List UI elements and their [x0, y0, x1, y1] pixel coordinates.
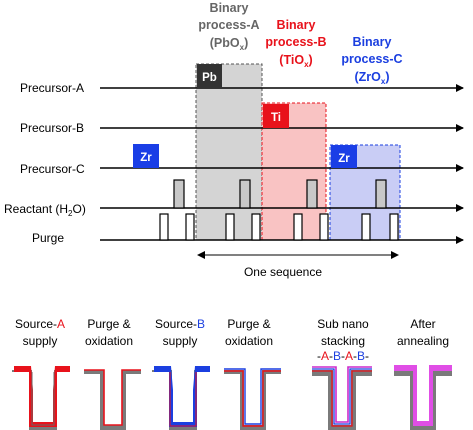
chip-zr-left-box [133, 144, 159, 168]
reactant-pulse [239, 179, 251, 209]
chip-zr-left-label: Zr [140, 152, 152, 164]
purge-pulse [225, 213, 235, 241]
process-a-box [195, 63, 263, 241]
reactant-pulse [173, 179, 185, 209]
step-purge-1-line2: oxidation [85, 334, 133, 348]
step-stacking-line1: Sub nano [317, 317, 369, 331]
header-process-c: Binary process-C (ZrOx) [341, 35, 402, 86]
purge-pulse [251, 213, 261, 241]
step-source-b-line1: Source-B [155, 317, 205, 331]
row-label-purge: Purge [32, 231, 64, 245]
step-source-a-line2: supply [23, 334, 58, 348]
header-process-a: Binary process-A (PbOx) [198, 1, 259, 52]
process-a-region [195, 63, 263, 241]
trench-purge-1 [84, 369, 141, 430]
chip-zr-right-box [331, 145, 357, 168]
chip-pb-box [197, 64, 222, 88]
purge-pulse [389, 213, 399, 241]
chip-ti-box [263, 104, 289, 128]
film-mixed-layer [312, 366, 372, 423]
reactant-pulse [306, 179, 318, 209]
film-a-layer [84, 369, 141, 426]
chip-zr-right: Zr [331, 145, 357, 168]
sequence-label: One sequence [244, 265, 322, 279]
film-b-layer [154, 366, 210, 427]
row-label-precursor-a: Precursor-A [20, 81, 84, 95]
chip-zr-left: Zr [133, 144, 159, 168]
trench-annealed [394, 365, 452, 430]
sequence-span: One sequence [197, 251, 399, 279]
timeline-purge [100, 213, 464, 244]
chip-pb-label: Pb [202, 72, 217, 84]
purge-pulse [293, 213, 303, 241]
stacking-sequence: -A-B-A-B- [317, 349, 369, 363]
step-annealing: After annealing [397, 317, 449, 348]
header-c-line2: process-C [341, 52, 402, 66]
row-label-reactant: Reactant (H2O) [4, 202, 86, 218]
step-purge-2: Purge & oxidation [225, 317, 273, 348]
header-c-line1: Binary [353, 35, 392, 49]
purge-pulse [159, 213, 169, 241]
chip-zr-right-label: Zr [338, 153, 350, 165]
step-source-a: Source-A supply [15, 317, 65, 348]
header-a-line1: Binary [210, 1, 249, 15]
chip-ti-label: Ti [271, 112, 281, 124]
header-b-line3: (TiOx) [279, 53, 312, 69]
step-purge-2-line1: Purge & [227, 317, 270, 331]
header-c-line3: (ZrOx) [354, 70, 389, 86]
chip-pb: Pb [197, 64, 222, 88]
trench-stacking [312, 366, 372, 430]
row-label-precursor-c: Precursor-C [20, 162, 85, 176]
purge-pulse [185, 213, 195, 241]
step-purge-1: Purge & oxidation [85, 317, 133, 348]
chip-ti: Ti [263, 104, 289, 128]
step-source-a-line1: Source-A [15, 317, 65, 331]
trench-purge-2 [224, 368, 281, 430]
film-b-layer [224, 368, 281, 425]
header-b-line2: process-B [265, 35, 326, 49]
purge-pulse [361, 213, 371, 241]
step-purge-1-line1: Purge & [87, 317, 130, 331]
step-annealing-line2: annealing [397, 334, 449, 348]
step-source-b-line2: supply [163, 334, 198, 348]
step-purge-2-line2: oxidation [225, 334, 273, 348]
header-a-line3: (PbOx) [210, 36, 248, 52]
reactant-pulse [375, 179, 387, 209]
row-label-precursor-b: Precursor-B [20, 121, 84, 135]
header-b-line1: Binary [277, 18, 316, 32]
purge-pulse [319, 213, 329, 241]
trench-source-b [152, 366, 210, 430]
trench-source-a [12, 366, 70, 430]
step-annealing-line1: After [410, 317, 435, 331]
step-stacking-line2: stacking [321, 334, 365, 348]
film-a-layer [14, 366, 70, 427]
step-source-b: Source-B supply [155, 317, 205, 348]
step-stacking: Sub nano stacking -A-B-A-B- [317, 317, 369, 363]
header-a-line2: process-A [198, 18, 259, 32]
timeline-reactant [100, 179, 464, 212]
header-process-b: Binary process-B (TiOx) [265, 18, 326, 69]
film-a-layer [224, 370, 281, 427]
